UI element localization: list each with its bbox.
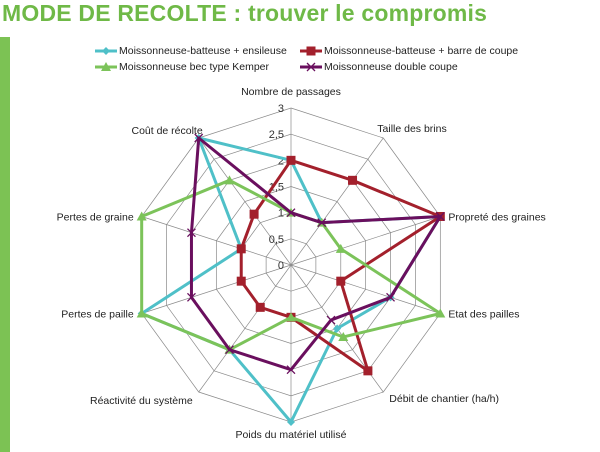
axis-label: Nombre de passages bbox=[241, 86, 341, 98]
grid-spoke bbox=[141, 216, 292, 266]
data-point-series-1 bbox=[286, 155, 296, 165]
data-point-series-3 bbox=[326, 315, 336, 325]
tick-label: 3 bbox=[278, 103, 284, 115]
data-point-series-1 bbox=[249, 209, 259, 219]
legend-label: Moissonneuse-batteuse + ensileuse bbox=[119, 45, 287, 57]
grid-spoke bbox=[198, 137, 292, 266]
data-point-series-3 bbox=[225, 345, 234, 355]
data-point-series-3 bbox=[194, 133, 204, 143]
legend-marker-icon bbox=[300, 46, 322, 56]
axis-label: Taille des brins bbox=[377, 123, 446, 135]
legend-marker-icon bbox=[95, 47, 117, 55]
grid-spoke bbox=[198, 264, 292, 393]
data-point-series-3 bbox=[386, 292, 396, 302]
data-point-series-2 bbox=[136, 211, 147, 221]
data-point-series-1 bbox=[236, 244, 246, 254]
data-point-series-3 bbox=[317, 218, 327, 228]
legend-label: Moissonneuse bec type Kemper bbox=[119, 61, 269, 73]
axis-label: Coût de récolte bbox=[131, 125, 202, 137]
data-point-series-1 bbox=[363, 366, 373, 376]
axis-label: Réactivité du système bbox=[90, 395, 193, 407]
tick-label: 1 bbox=[278, 208, 284, 220]
axis-label: Débit de chantier (ha/h) bbox=[389, 393, 499, 405]
data-point-series-2 bbox=[338, 331, 349, 341]
data-point-series-2 bbox=[286, 312, 296, 322]
data-point-series-0 bbox=[333, 324, 342, 333]
grid-spoke bbox=[290, 137, 384, 266]
grid-spoke bbox=[290, 216, 441, 266]
data-point-series-3 bbox=[186, 292, 196, 302]
data-point-series-1 bbox=[236, 276, 246, 286]
data-point-series-0 bbox=[287, 418, 295, 426]
axis-label: Pertes de paille bbox=[61, 309, 134, 321]
tick-label: 2 bbox=[278, 155, 284, 167]
legend-item: Moissonneuse double coupe bbox=[300, 61, 458, 73]
data-point-series-3 bbox=[286, 365, 296, 375]
data-point-series-2 bbox=[435, 308, 446, 318]
legend-item: Moissonneuse-batteuse + ensileuse bbox=[95, 45, 287, 57]
grid-spoke bbox=[290, 264, 441, 314]
accent-bar bbox=[0, 37, 10, 452]
data-point-series-1 bbox=[255, 302, 265, 312]
legend-marker-icon bbox=[95, 62, 117, 71]
legend-marker-icon bbox=[300, 62, 322, 72]
axis-label: Poids du matériel utilisé bbox=[236, 429, 347, 441]
data-point-series-1 bbox=[336, 276, 346, 286]
tick-label: 0 bbox=[278, 260, 284, 272]
tick-label: 2,5 bbox=[269, 129, 284, 141]
data-point-series-3 bbox=[435, 212, 445, 221]
legend-label: Moissonneuse-batteuse + barre de coupe bbox=[324, 45, 519, 57]
data-point-series-3 bbox=[186, 228, 196, 238]
data-point-series-2 bbox=[224, 175, 235, 185]
legend-item: Moissonneuse bec type Kemper bbox=[95, 61, 269, 73]
tick-label: 0,5 bbox=[269, 234, 284, 246]
axis-label: Etat des pailles bbox=[448, 309, 519, 321]
data-point-series-2 bbox=[335, 243, 346, 253]
data-point-series-3 bbox=[286, 208, 296, 218]
page-title: MODE DE RECOLTE : trouver le compromis bbox=[2, 0, 488, 26]
legend-item: Moissonneuse-batteuse + barre de coupe bbox=[300, 45, 518, 57]
axis-label: Propreté des graines bbox=[448, 211, 545, 223]
legend-label: Moissonneuse double coupe bbox=[324, 61, 458, 73]
data-point-series-2 bbox=[136, 308, 147, 318]
grid-spoke bbox=[141, 264, 292, 314]
axis-label: Pertes de graine bbox=[57, 211, 134, 223]
data-point-series-1 bbox=[348, 175, 358, 185]
tick-label: 1,5 bbox=[269, 182, 284, 194]
